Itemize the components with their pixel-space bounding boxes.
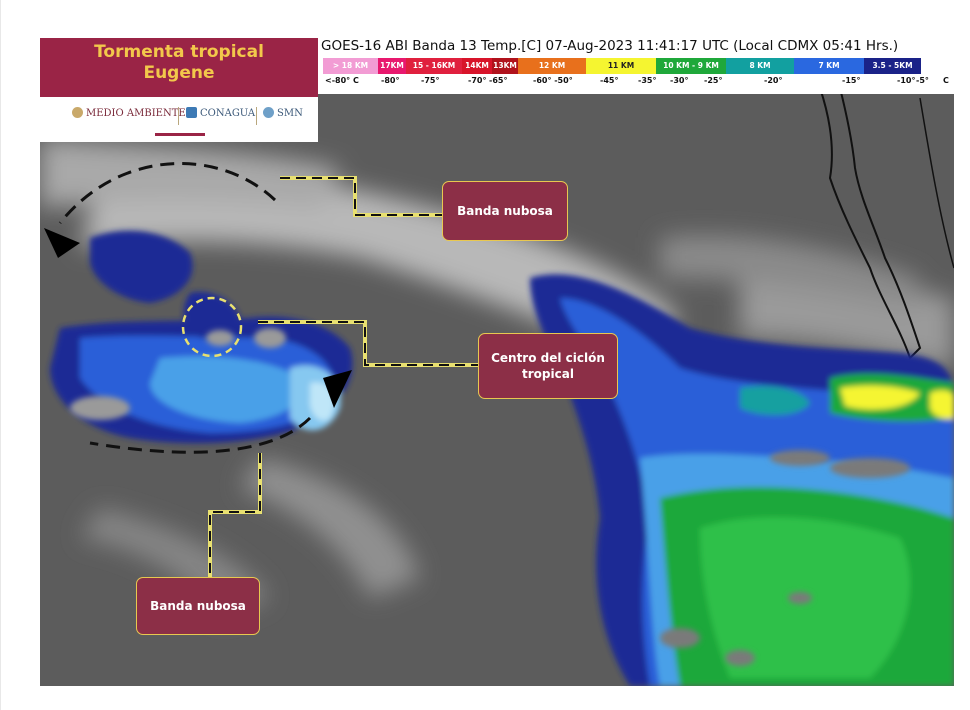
- temperature-tick: -20°: [764, 76, 783, 85]
- convection-gaps: [660, 450, 910, 666]
- temperature-tick: -10°: [897, 76, 916, 85]
- coastline: [818, 87, 922, 360]
- water-drop-icon: [186, 107, 197, 118]
- storm-title-line1: Tormenta tropical: [94, 42, 264, 62]
- coastline-2: [919, 97, 954, 269]
- scale-segment: 14KM: [462, 58, 492, 74]
- temperature-tick: -75°: [421, 76, 440, 85]
- temperature-tick: <-80° C: [325, 76, 359, 85]
- scale-segment: > 18 KM: [323, 58, 378, 74]
- scale-segment: 8 KM: [726, 58, 794, 74]
- arrow-icon-left: [44, 228, 80, 258]
- scale-segment: 7 KM: [794, 58, 864, 74]
- temperature-tick: -35°: [638, 76, 657, 85]
- temperature-scale: <-80° C -80° -75° -70°-65° -60° -50° -45° -35°…: [323, 76, 951, 90]
- smn-logo: SMN: [263, 107, 303, 119]
- storm-title-line2: Eugene: [143, 63, 215, 83]
- temperature-tick: -30°: [670, 76, 689, 85]
- temperature-tick: C: [943, 76, 949, 85]
- logo-divider: [256, 107, 257, 125]
- conagua-label: CONAGUA: [200, 108, 256, 119]
- coastal-convection: [530, 274, 954, 686]
- callout-centro-ciclon: Centro del ciclón tropical: [478, 333, 618, 399]
- storm-title: Tormenta tropical Eugene: [40, 42, 318, 84]
- left-edge-line: [0, 0, 1, 710]
- image-header: GOES-16 ABI Banda 13 Temp.[C] 07-Aug-202…: [318, 38, 954, 94]
- logo-divider: [178, 107, 179, 125]
- rotation-arc-bottom: [89, 416, 312, 454]
- temperature-tick: -5°: [916, 76, 929, 85]
- conagua-logo: CONAGUA: [186, 107, 255, 119]
- scale-segment: 12 KM: [518, 58, 586, 74]
- leader-lines: [208, 176, 478, 577]
- temperature-tick: -65°: [489, 76, 508, 85]
- callout-banda-nubosa-bottom: Banda nubosa: [136, 577, 260, 635]
- scale-segment: 3.5 - 5KM: [864, 58, 921, 74]
- medio-ambiente-label: MEDIO AMBIENTE: [86, 108, 186, 119]
- scale-segment: 10 KM - 9 KM: [656, 58, 726, 74]
- temperature-tick: -70°: [468, 76, 487, 85]
- temperature-tick: -80°: [381, 76, 400, 85]
- medio-ambiente-logo: MEDIO AMBIENTE: [72, 107, 186, 119]
- agency-logos: MEDIO AMBIENTE CONAGUA SMN: [40, 97, 318, 142]
- storm-gaps: [70, 328, 286, 420]
- temperature-tick: -60° -50°: [533, 76, 573, 85]
- scale-segment: 17KM: [378, 58, 406, 74]
- temperature-tick: -45°: [600, 76, 619, 85]
- temperature-tick: -25°: [704, 76, 723, 85]
- scale-segment: 15 - 16KM: [406, 58, 462, 74]
- arrow-icon-right: [323, 370, 352, 408]
- seal-icon: [72, 107, 83, 118]
- smn-icon: [263, 107, 274, 118]
- cyclone-center-marker: [181, 296, 243, 358]
- satellite-caption: GOES-16 ABI Banda 13 Temp.[C] 07-Aug-202…: [321, 38, 899, 54]
- scale-segment: 13KM: [492, 58, 518, 74]
- title-block: Tormenta tropical Eugene MEDIO AMBIENTE …: [40, 38, 318, 142]
- title-banner: Tormenta tropical Eugene: [40, 38, 318, 97]
- smn-label: SMN: [277, 108, 303, 119]
- rotation-arc-top: [58, 162, 277, 224]
- footer-accent: [155, 133, 205, 136]
- scale-segment: 11 KM: [586, 58, 656, 74]
- temperature-tick: -15°: [842, 76, 861, 85]
- callout-banda-nubosa-top: Banda nubosa: [442, 181, 568, 241]
